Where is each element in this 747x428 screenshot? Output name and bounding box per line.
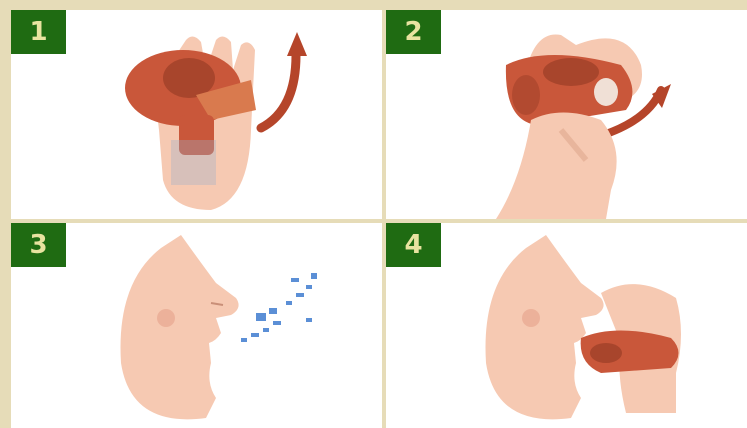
illustration-hand-remove-cap [11, 10, 382, 219]
step-panel-1: 1 [11, 10, 382, 219]
step-panel-3: 3 [11, 223, 382, 428]
step-panel-2: 2 [386, 10, 747, 219]
step-number-badge: 2 [386, 10, 441, 54]
step-number-badge: 1 [11, 10, 66, 54]
illustration-breathe-out [11, 223, 382, 428]
step-number-badge: 3 [11, 223, 66, 267]
step-number-badge: 4 [386, 223, 441, 267]
step-panel-4: 4 [386, 223, 747, 428]
